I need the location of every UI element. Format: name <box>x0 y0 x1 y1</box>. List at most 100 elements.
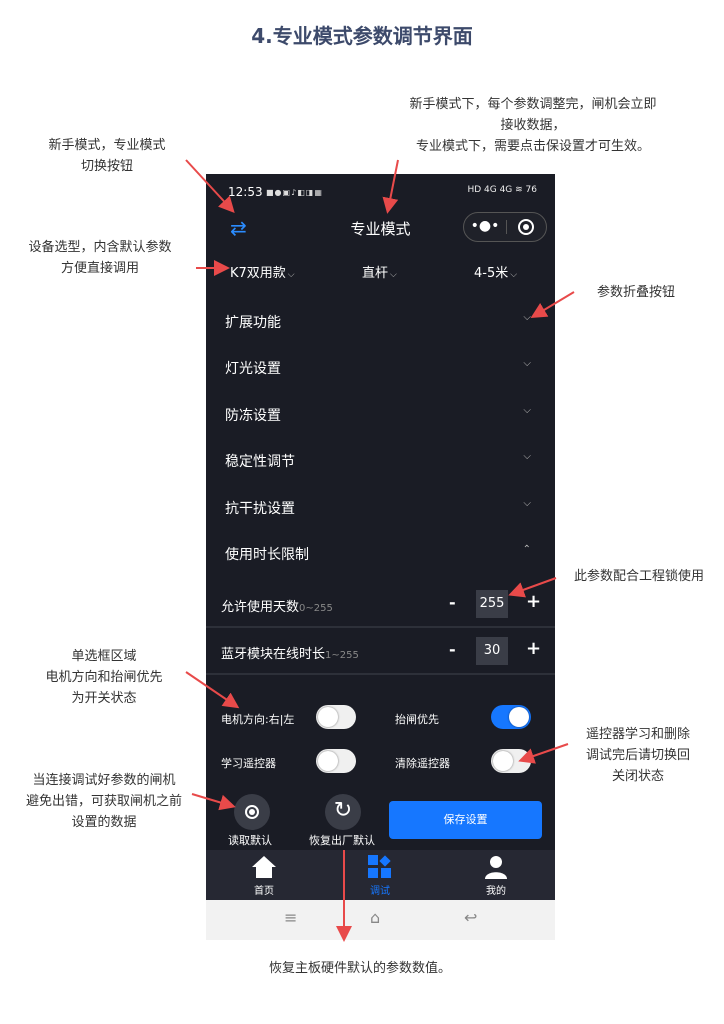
status-bar: 12:53 ■●▣♪◧◨▦ HD 4G 4G ≋ 76 <box>206 174 555 210</box>
section-label: 灯光设置 <box>225 361 281 377</box>
chevron-down-icon: ⌵ <box>523 312 531 323</box>
annotation-line: 参数折叠按钮 <box>596 285 675 300</box>
capsule-divider <box>506 220 507 234</box>
annotation-line: 切换按钮 <box>80 159 133 174</box>
annotation-line: 设置的数据 <box>71 815 137 830</box>
toggle-learn-remote[interactable] <box>316 749 356 773</box>
restore-factory-label: 恢复出厂默认 <box>309 834 375 847</box>
increment-button[interactable]: + <box>526 591 542 612</box>
tab-label: 我的 <box>486 886 506 897</box>
home-outline-icon[interactable]: ⌂ <box>370 908 381 927</box>
mode-switch-icon[interactable]: ⇄ <box>230 216 247 240</box>
section-label: 扩展功能 <box>225 315 281 331</box>
param-value-input[interactable]: 255 <box>476 590 508 618</box>
section-label: 防冻设置 <box>225 408 281 424</box>
menu-icon[interactable]: ≡ <box>284 908 298 927</box>
target-icon <box>245 805 259 819</box>
decrement-button[interactable]: - <box>449 593 456 612</box>
annotation-line: 关闭状态 <box>611 769 664 784</box>
toggle-label-motor-direction: 电机方向:右|左 <box>221 713 295 726</box>
toggle-clear-remote[interactable] <box>491 749 531 773</box>
section-label: 抗干扰设置 <box>225 501 295 517</box>
tab-label: 首页 <box>254 886 274 897</box>
boom-type-select-label: 直杆 <box>362 266 389 281</box>
param-row-allowed-days: 允许使用天数0~255 - 255 + <box>206 581 555 627</box>
annotation-lock: 此参数配合工程锁使用 <box>558 566 720 587</box>
annotation-line: 遥控器学习和删除 <box>585 727 690 742</box>
annotation-line: 接收数据， <box>500 118 566 133</box>
refresh-icon: ↻ <box>333 798 353 823</box>
toggle-knob <box>318 707 338 727</box>
annotation-line: 专业模式下，需要点击保设置才可生效。 <box>415 139 650 154</box>
user-icon <box>485 856 507 879</box>
toggle-motor-direction[interactable] <box>316 705 356 729</box>
param-row-bluetooth-online: 蓝牙模块在线时长1~255 - 30 + <box>206 628 555 674</box>
status-right-info: HD 4G 4G ≋ 76 <box>467 185 537 195</box>
param-label: 允许使用天数0~255 <box>221 596 333 615</box>
divider <box>206 673 555 675</box>
boom-type-select[interactable]: 直杆⌵ <box>362 262 397 281</box>
section-anti-interference[interactable]: 抗干扰设置 ⌵ <box>206 484 555 530</box>
chevron-down-icon: ⌵ <box>390 270 397 280</box>
annotation-factory-reset: 恢复主板硬件默认的参数数值。 <box>240 958 480 979</box>
annotation-read-default: 当连接调试好参数的闸机 避免出错，可获取闸机之前 设置的数据 <box>14 770 194 833</box>
annotation-line: 方便直接调用 <box>60 261 139 276</box>
device-selectors: K7双用款⌵ 直杆⌵ 4-5米⌵ <box>206 254 555 286</box>
restore-factory-button[interactable]: ↻ <box>325 794 361 830</box>
chevron-down-icon: ⌵ <box>287 270 295 280</box>
annotation-line: 当连接调试好参数的闸机 <box>32 773 176 788</box>
param-label-text: 蓝牙模块在线时长 <box>221 647 326 662</box>
back-icon[interactable]: ↩ <box>464 908 478 927</box>
annotation-instant-apply: 新手模式下，每个参数调整完，闸机会立即 接收数据， 专业模式下，需要点击保设置才… <box>378 94 688 157</box>
chevron-down-icon: ⌵ <box>523 405 531 416</box>
param-label-text: 允许使用天数 <box>221 600 300 615</box>
section-antifreeze-settings[interactable]: 防冻设置 ⌵ <box>206 391 555 437</box>
annotation-line: 电机方向和抬闸优先 <box>45 670 163 685</box>
save-settings-button[interactable]: 保存设置 <box>389 801 542 839</box>
section-usage-limit[interactable]: 使用时长限制 ⌃ <box>206 530 555 576</box>
param-value-input[interactable]: 30 <box>476 637 508 665</box>
section-label: 使用时长限制 <box>225 547 309 563</box>
document-title: 4.专业模式参数调节界面 <box>251 24 473 48</box>
param-range: 1~255 <box>325 650 359 661</box>
model-select[interactable]: K7双用款⌵ <box>230 262 295 281</box>
system-navigation-bar: ≡ ⌂ ↩ <box>206 900 555 940</box>
home-icon <box>252 856 276 878</box>
annotation-line: 为开关状态 <box>71 691 137 706</box>
decrement-button[interactable]: - <box>449 640 456 659</box>
tab-home[interactable]: 首页 <box>206 850 322 900</box>
annotation-device-select: 设备选型，内含默认参数 方便直接调用 <box>6 237 194 279</box>
tab-debug[interactable]: 调试 <box>322 850 438 900</box>
annotation-line: 此参数配合工程锁使用 <box>573 569 704 584</box>
bottom-tab-bar: 首页 调试 我的 <box>206 850 555 900</box>
annotation-line: 调试完后请切换回 <box>585 748 690 763</box>
annotation-line: 新手模式，专业模式 <box>48 138 166 153</box>
section-stability[interactable]: 稳定性调节 ⌵ <box>206 437 555 483</box>
annotation-line: 设备选型，内含默认参数 <box>28 240 172 255</box>
divider <box>206 626 555 628</box>
chevron-down-icon: ⌵ <box>510 270 518 280</box>
increment-button[interactable]: + <box>526 638 542 659</box>
close-target-icon[interactable] <box>518 219 534 235</box>
annotation-line: 恢复主板硬件默认的参数数值。 <box>268 961 451 976</box>
annotation-line: 单选框区域 <box>71 649 137 664</box>
section-light-settings[interactable]: 灯光设置 ⌵ <box>206 344 555 390</box>
debug-grid-icon <box>368 855 391 878</box>
toggle-label-lift-priority: 抬闸优先 <box>395 713 439 726</box>
notification-icons: ■●▣♪◧◨▦ <box>266 188 323 197</box>
read-default-button[interactable] <box>234 794 270 830</box>
chevron-down-icon: ⌵ <box>523 451 531 462</box>
length-select[interactable]: 4-5米⌵ <box>474 262 517 281</box>
annotation-line: 新手模式下，每个参数调整完，闸机会立即 <box>409 97 657 112</box>
chevron-down-icon: ⌵ <box>523 358 531 369</box>
toggle-lift-priority[interactable] <box>491 705 531 729</box>
more-dots-icon[interactable]: •●• <box>470 218 500 234</box>
read-default-label: 读取默认 <box>228 834 272 847</box>
section-extended-functions[interactable]: 扩展功能 ⌵ <box>206 298 555 344</box>
toggle-knob <box>493 751 513 771</box>
section-label: 稳定性调节 <box>225 454 295 470</box>
status-time: 12:53 <box>228 185 263 199</box>
param-label: 蓝牙模块在线时长1~255 <box>221 643 359 662</box>
tab-profile[interactable]: 我的 <box>438 850 554 900</box>
chevron-down-icon: ⌵ <box>523 498 531 509</box>
